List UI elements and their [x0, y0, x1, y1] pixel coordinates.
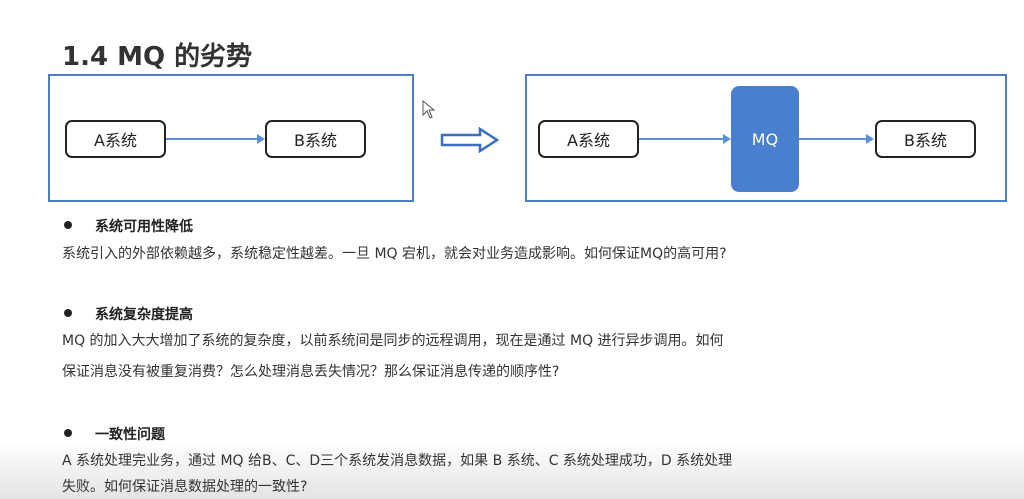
- section-text: 系统引入的外部依赖越多，系统稳定性越差。一旦 MQ 宕机，就会对业务造成影响。如…: [62, 246, 727, 262]
- slide-title: 1.4 MQ 的劣势: [62, 42, 253, 72]
- cursor-icon: [422, 100, 436, 119]
- section-text: 保证消息没有被重复消费？怎么处理消息丢失情况？那么保证消息传递的顺序性?: [62, 364, 560, 380]
- bullet-icon: [64, 309, 72, 317]
- node-mq: MQ: [731, 86, 799, 192]
- arrow-head-icon: [257, 134, 265, 144]
- section-heading: 系统可用性降低: [95, 219, 193, 235]
- section-text: 失败。如何保证消息数据处理的一致性?: [62, 479, 308, 495]
- arrow-line: [799, 138, 869, 140]
- bullet-icon: [64, 221, 72, 229]
- node-a-before: A系统: [65, 120, 166, 158]
- section-heading: 一致性问题: [95, 427, 165, 443]
- before-diagram: [48, 74, 414, 202]
- bullet-icon: [64, 429, 72, 437]
- arrow-line: [639, 138, 727, 140]
- after-diagram: [525, 74, 1007, 202]
- arrow-line: [166, 138, 262, 140]
- node-b-before: B系统: [265, 120, 366, 158]
- node-b-after: B系统: [875, 120, 976, 158]
- section-text: A 系统处理完业务，通过 MQ 给B、C、D三个系统发消息数据，如果 B 系统、…: [62, 453, 733, 469]
- section-heading: 系统复杂度提高: [95, 307, 193, 323]
- arrow-head-icon: [866, 134, 874, 144]
- section-text: MQ 的加入大大增加了系统的复杂度，以前系统间是同步的远程调用，现在是通过 MQ…: [62, 333, 724, 349]
- transform-arrow-icon: [440, 127, 500, 153]
- arrow-head-icon: [723, 134, 731, 144]
- node-a-after: A系统: [538, 120, 639, 158]
